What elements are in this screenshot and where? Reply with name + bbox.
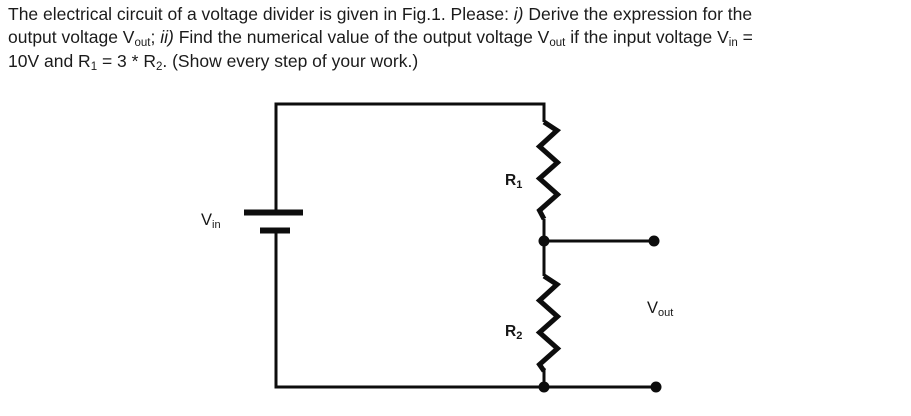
problem-text: The electrical circuit of a voltage divi… [8, 4, 514, 24]
problem-text: 10V and R [8, 50, 91, 71]
problem-statement: The electrical circuit of a voltage divi… [8, 3, 908, 73]
problem-line-3: 10V and R1 = 3 * R2. (Show every step of… [8, 50, 908, 73]
problem-text: = 3 * R [97, 50, 156, 71]
wire-bottom-loop [274, 233, 656, 389]
output-terminal-dot-bottom [650, 381, 662, 393]
subscript-out: out [134, 37, 151, 50]
r2-label: R2 [505, 323, 522, 342]
subscript-1: 1 [90, 60, 98, 73]
resistor-r1 [535, 119, 562, 221]
problem-text: if the input voltage V [565, 27, 729, 48]
battery-symbol [244, 209, 303, 234]
problem-text: = [737, 27, 753, 48]
subscript-in: in [728, 37, 738, 50]
junction-dot-middle [538, 235, 550, 247]
resistor-r2 [535, 273, 562, 373]
output-terminal-dot-top [648, 235, 660, 247]
vout-label: Vout [647, 299, 673, 319]
problem-text: . (Show every step of your work.) [162, 50, 419, 71]
problem-line-1: The electrical circuit of a voltage divi… [8, 3, 908, 26]
problem-text: output voltage V [8, 27, 135, 48]
problem-text: ; [150, 27, 161, 48]
subscript-2: 2 [155, 60, 163, 73]
problem-line-2: output voltage Vout; ii) Find the numeri… [8, 26, 908, 49]
item-marker-i: i) [513, 4, 524, 24]
vin-label: Vin [201, 211, 221, 231]
subscript-out: out [549, 37, 566, 50]
problem-text: Find the numerical value of the output v… [173, 27, 550, 48]
problem-text: Derive the expression for the [523, 4, 753, 24]
junction-dot-bottom [538, 381, 550, 393]
item-marker-ii: ii) [160, 27, 174, 48]
wire-top-loop [274, 102, 546, 210]
r1-label: R1 [505, 172, 522, 191]
